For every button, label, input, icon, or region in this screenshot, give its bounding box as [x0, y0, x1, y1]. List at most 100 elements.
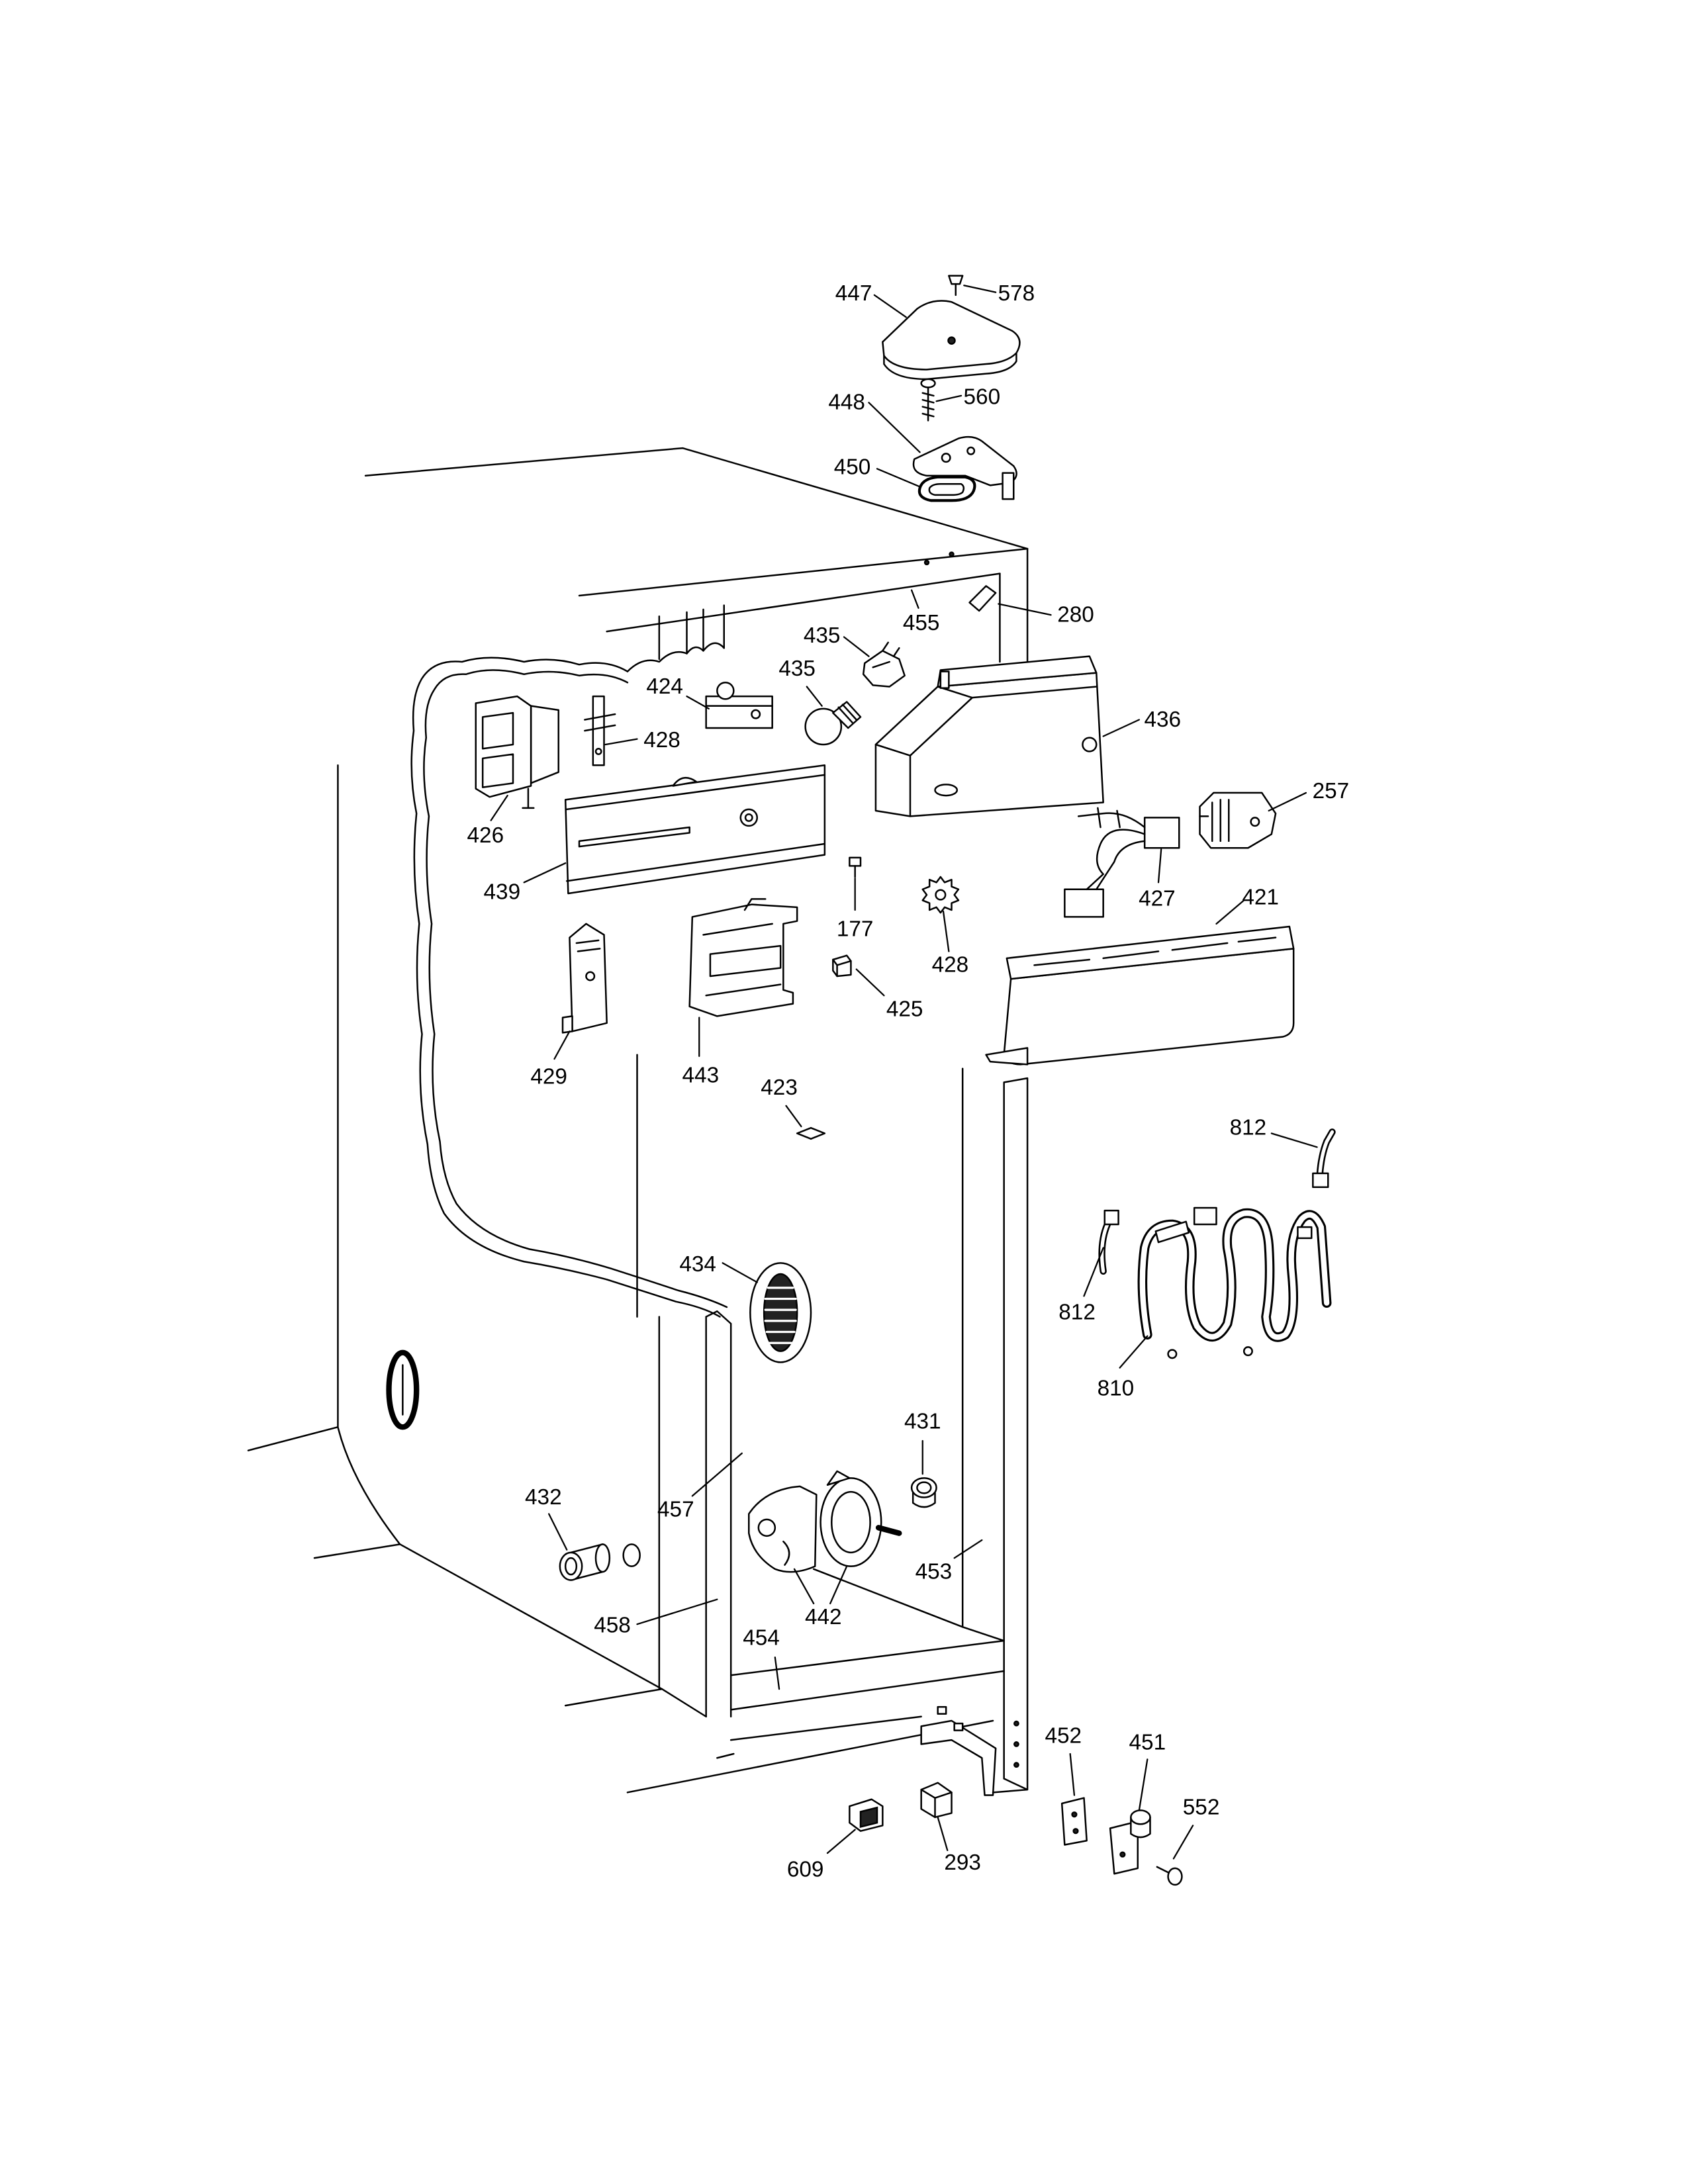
part-426-flange: [530, 705, 559, 784]
leader-line-453: [953, 1539, 983, 1559]
part-609-face: [859, 1806, 878, 1829]
leader-line-429: [553, 1030, 571, 1060]
leader-line-454: [774, 1657, 780, 1690]
part-424: [705, 681, 773, 729]
part-435-socket: [862, 641, 906, 688]
leader-line-427: [1157, 848, 1162, 884]
part-560: [920, 378, 936, 422]
part-451: [1109, 1809, 1151, 1875]
post-hole: [1013, 1720, 1019, 1727]
part-425: [832, 954, 852, 978]
part-452: [1060, 1797, 1088, 1846]
left-front-rail: [705, 1310, 732, 1717]
part-428-bracket-arm: [584, 713, 616, 732]
part-432-end: [594, 1543, 611, 1573]
part-810-bracket: [1154, 1220, 1190, 1244]
part-448-pin: [1002, 472, 1015, 500]
callout-810: 810: [1098, 1376, 1135, 1400]
part-810-foot: [1167, 1349, 1178, 1359]
part-439-flanges: [565, 774, 826, 882]
leader-line-552: [1172, 1825, 1194, 1860]
callout-442: 442: [805, 1605, 842, 1629]
part-428-bracket: [584, 695, 616, 766]
part-435-bulb-thread: [837, 704, 857, 723]
part-257-ribs: [1199, 799, 1230, 842]
part-423: [796, 1126, 826, 1140]
part-552: [1156, 1866, 1183, 1886]
right-front-post: [992, 1077, 1029, 1794]
leader-line-280: [998, 603, 1052, 616]
leader-line-451: [1138, 1758, 1149, 1811]
part-427-connector: [1143, 817, 1180, 849]
part-451-pin-top: [1130, 1809, 1151, 1825]
base-bracket-tab: [953, 1722, 964, 1731]
part-429-tab: [561, 1015, 573, 1034]
part-436-clip: [934, 784, 959, 797]
part-432: [559, 1543, 641, 1581]
part-431: [910, 1477, 937, 1508]
part-432-bore: [564, 1557, 578, 1576]
post-hole: [1013, 1762, 1019, 1768]
part-442-tab: [826, 1470, 851, 1486]
leader-line-457: [691, 1452, 743, 1497]
callout-436: 436: [1144, 707, 1181, 732]
part-257-body: [1199, 792, 1277, 849]
part-427: [1064, 807, 1180, 918]
part-552-head: [1167, 1867, 1183, 1886]
leader-line-435-bulb: [806, 686, 823, 707]
leader-line-458: [636, 1598, 718, 1625]
part-439-slot: [578, 826, 690, 848]
callout-293: 293: [944, 1850, 981, 1875]
leader-line-434: [722, 1262, 758, 1283]
leader-line-810: [1119, 1335, 1149, 1369]
part-442-ring-inner: [830, 1490, 871, 1554]
part-426: [475, 695, 559, 809]
part-434: [749, 1262, 812, 1363]
part-812-lower-tube-bore: [1100, 1222, 1109, 1273]
leader-line-442-ring: [829, 1565, 848, 1605]
part-812-lower-nut: [1103, 1209, 1119, 1226]
part-429-detail: [575, 939, 601, 952]
base-bracket-tab: [937, 1706, 947, 1715]
leader-line-448: [868, 402, 921, 453]
part-432-cap: [622, 1543, 641, 1567]
part-426-window-top: [481, 711, 514, 750]
part-447-hole: [947, 336, 956, 345]
leader-line-424: [686, 695, 710, 709]
part-812-lower: [1098, 1209, 1119, 1275]
leader-line-426: [490, 794, 508, 821]
part-435-socket-body: [862, 650, 906, 688]
part-442-flap: [747, 1485, 818, 1573]
part-280-body: [968, 585, 997, 612]
part-439-plate: [564, 764, 826, 895]
callout-455: 455: [903, 611, 940, 635]
part-421-lip: [985, 1047, 1029, 1066]
callout-429: 429: [530, 1064, 567, 1089]
callout-432: 432: [525, 1485, 562, 1510]
callout-280: 280: [1057, 603, 1094, 627]
part-450: [917, 475, 976, 502]
leader-line-578: [963, 285, 997, 293]
part-436-top-flange: [937, 655, 1098, 688]
part-452-hole: [1071, 1811, 1078, 1818]
cabinet-left-side-edges: [247, 764, 707, 1717]
air-duct: [658, 604, 725, 660]
part-442-flap-slot: [782, 1540, 790, 1566]
part-434-grille: [763, 1273, 798, 1352]
leader-line-812-upper: [1270, 1132, 1318, 1148]
leader-line-432: [548, 1513, 568, 1551]
leader-line-439: [523, 862, 567, 884]
callout-435-bulb: 435: [778, 657, 816, 681]
freezer-opening-top-edge: [606, 572, 1001, 633]
part-560-shaft: [921, 387, 935, 422]
callout-435-socket: 435: [804, 623, 841, 648]
callout-439: 439: [484, 880, 521, 904]
part-428-gear: [921, 876, 960, 914]
part-421-slots: [1033, 936, 1277, 966]
leader-lines: [490, 285, 1318, 1860]
callout-424: 424: [646, 674, 683, 699]
part-429: [561, 923, 608, 1034]
leader-line-428-gear: [942, 910, 950, 952]
part-280: [968, 585, 997, 612]
